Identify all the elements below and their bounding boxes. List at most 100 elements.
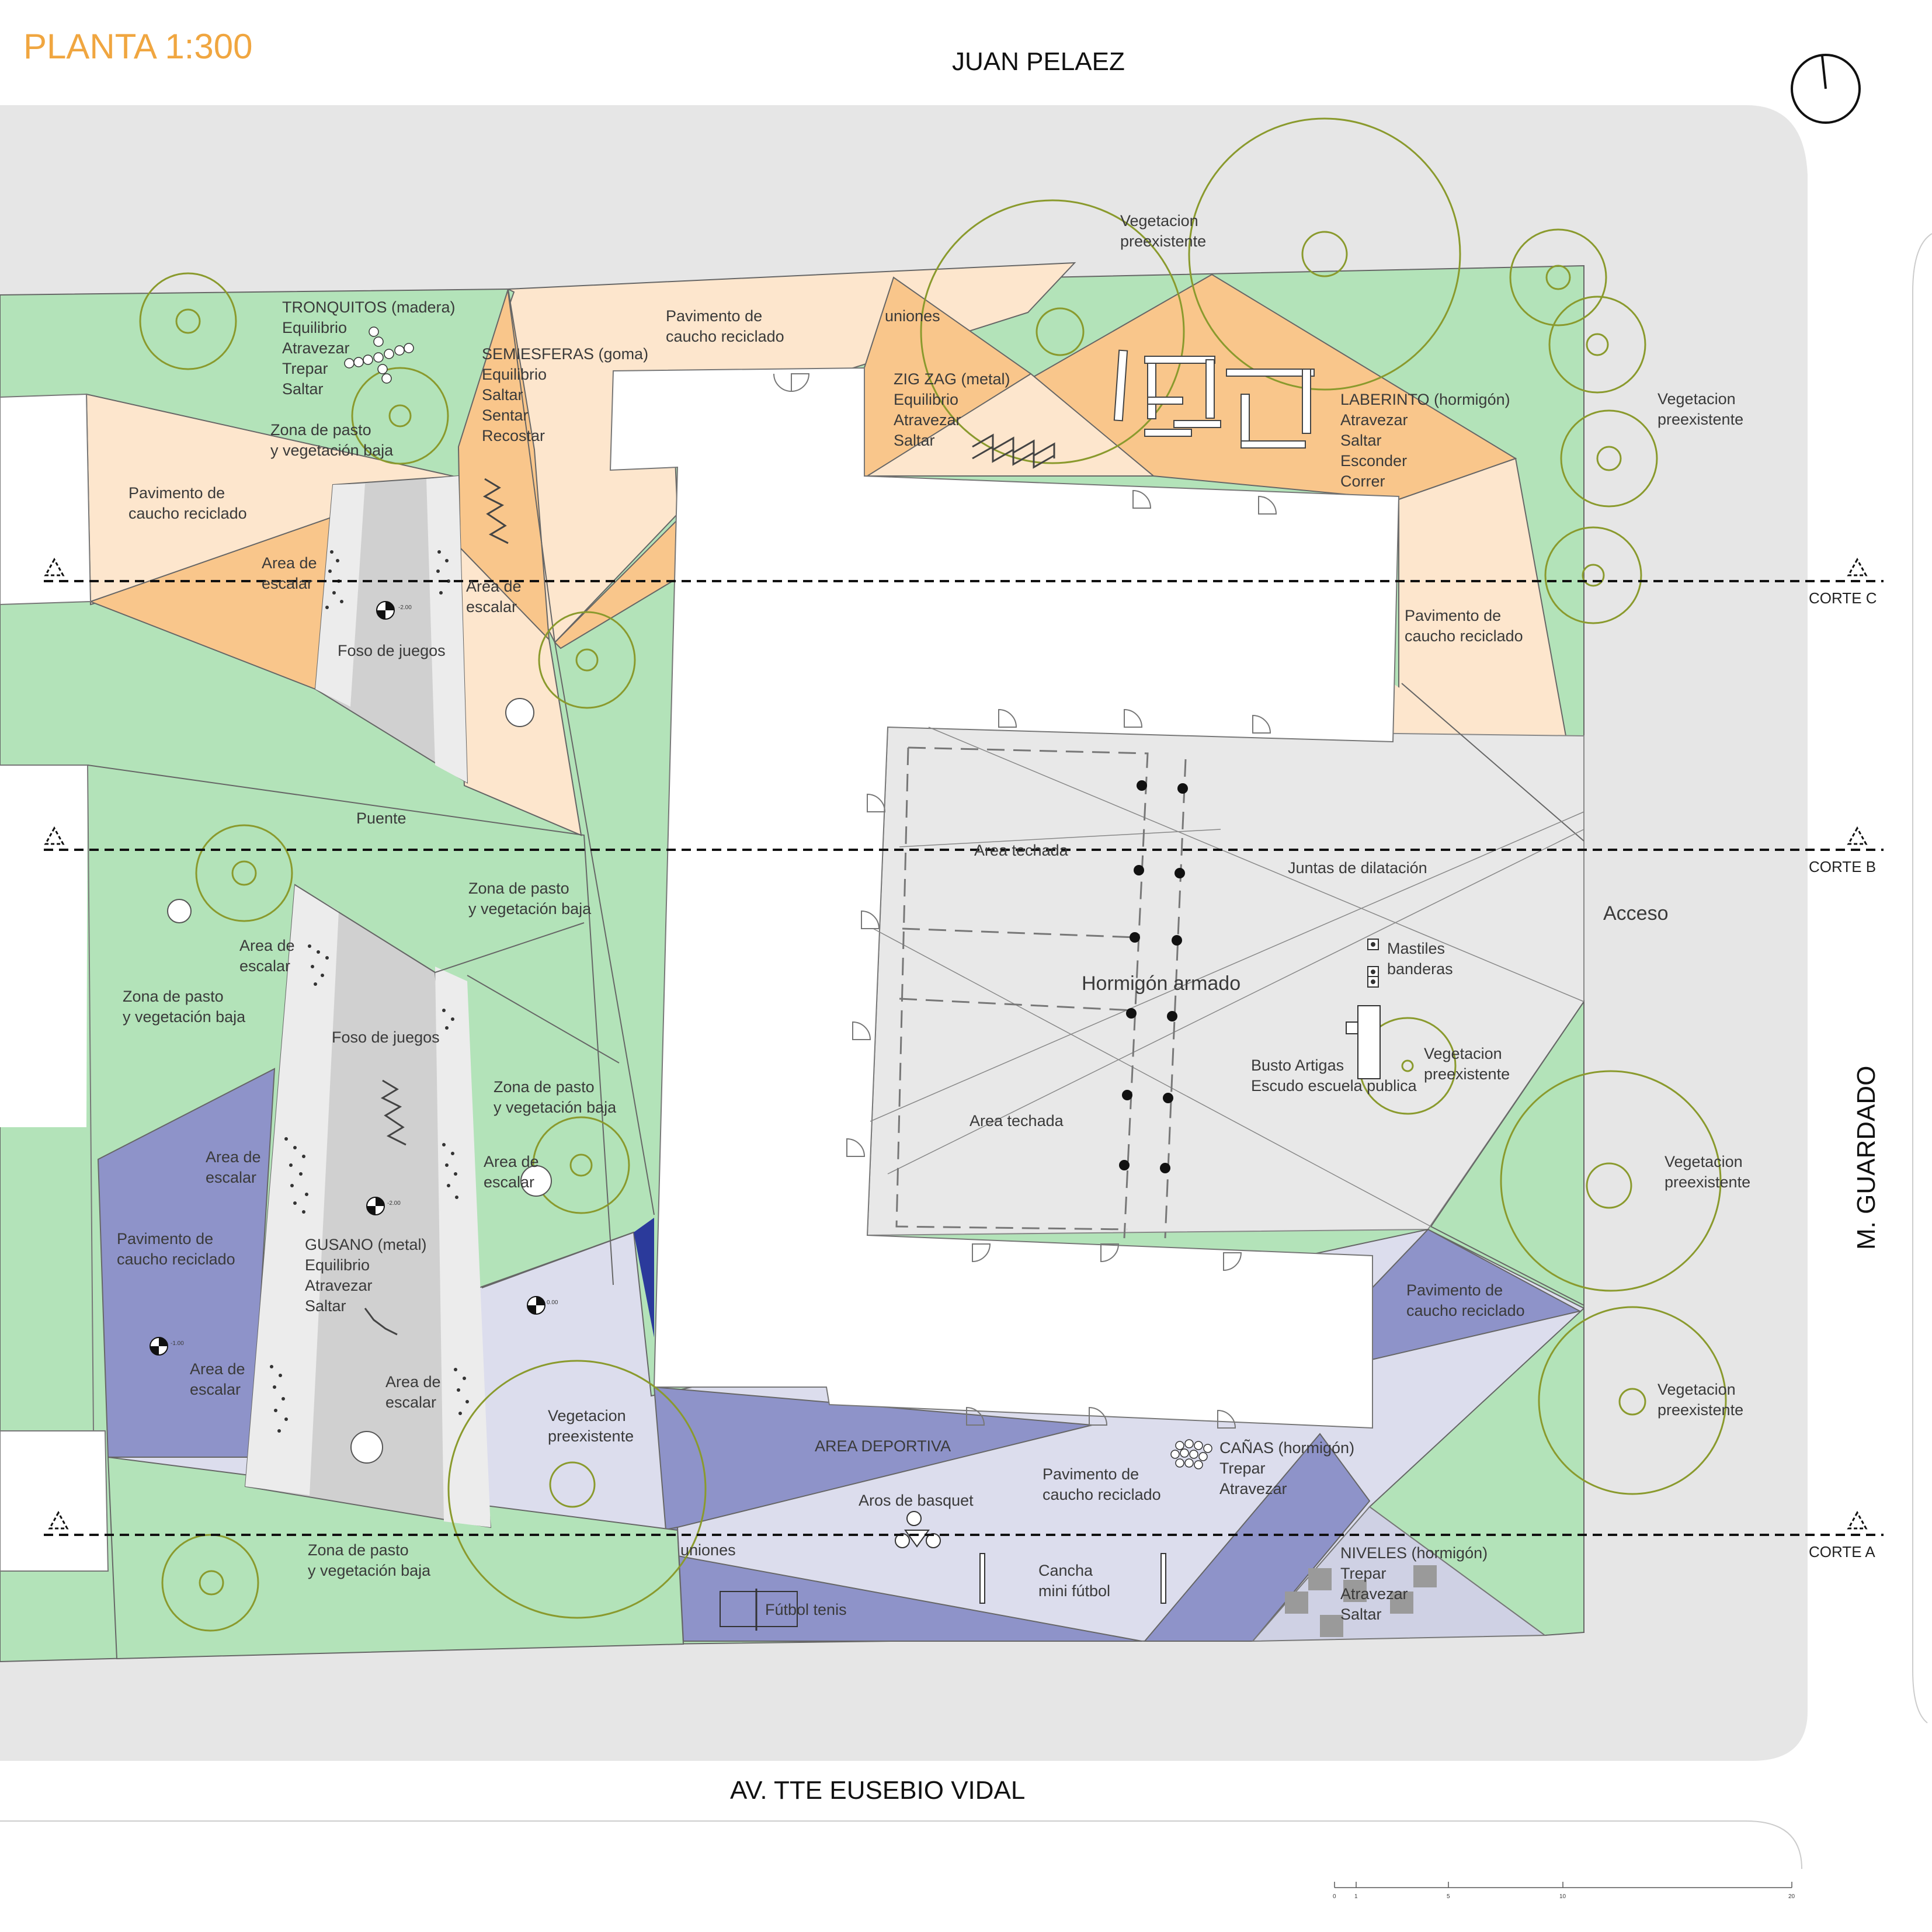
tree-canopy [195, 824, 293, 922]
gusano-label: Equilibrio [305, 1256, 370, 1274]
semiesferas-label: Sentar [482, 406, 529, 424]
scale-label: 20 [1788, 1893, 1795, 1900]
tree-canopy [1560, 409, 1658, 508]
school-building [609, 367, 1400, 1429]
foso-lower-metal-r [435, 967, 491, 1527]
east-road-edge [1912, 233, 1932, 1723]
area-deportiva-label: AREA DEPORTIVA [815, 1437, 951, 1455]
orange-zigzag-lower [865, 373, 1155, 477]
busto-label: Busto Artigas [1251, 1057, 1344, 1074]
tree-trunk [1036, 307, 1085, 356]
bust-pedestal [1357, 1005, 1381, 1079]
section-cut-symbols [44, 557, 1868, 1530]
zona-pasto-label: y vegetación baja [308, 1562, 431, 1579]
futbol-tenis-label: Fútbol tenis [765, 1601, 847, 1618]
tronquitos-label: TRONQUITOS (madera) [282, 298, 456, 316]
bust-base [1346, 1021, 1358, 1034]
vegetacion-label: Vegetacion [1665, 1153, 1743, 1170]
semiesferas-label: SEMIESFERAS (goma) [482, 345, 648, 363]
left-building-mid [0, 765, 88, 1127]
tree-canopy [1188, 117, 1461, 391]
street-south: AV. TTE EUSEBIO VIDAL [730, 1776, 1025, 1805]
tree-canopy [139, 272, 237, 370]
trees [139, 117, 1727, 1632]
hormigon-label: Hormigón armado [1082, 972, 1240, 995]
foso-upper-metal-r [426, 476, 467, 783]
pavimento-label: caucho reciclado [666, 328, 784, 345]
tree-canopy [538, 611, 636, 709]
columns [1119, 780, 1188, 1173]
tree-trunk [1545, 265, 1571, 290]
tronquitos-label: Atravezar [282, 339, 350, 357]
tree-canopy [447, 1360, 707, 1619]
grass-right-lower [1430, 999, 1584, 1306]
tree-canopy [351, 367, 449, 465]
area-escalar-label: escalar [262, 575, 312, 592]
pavimento-label: caucho reciclado [1405, 627, 1523, 645]
vegetacion-label: preexistente [1658, 411, 1743, 428]
scale-label: 5 [1447, 1893, 1450, 1900]
tree-canopy [1509, 228, 1607, 326]
laberinto-label: Atravezar [1340, 411, 1408, 429]
goal-left [979, 1553, 985, 1604]
foso-lower-metal-l [245, 885, 339, 1495]
pavimento-label: caucho reciclado [1043, 1486, 1161, 1503]
pavimento-label: Pavimento de [1043, 1465, 1139, 1483]
foso-label: Foso de juegos [332, 1028, 440, 1046]
tree-trunk [1582, 564, 1605, 587]
dilatation-joints [870, 727, 1584, 1227]
uniones-label: uniones [680, 1541, 736, 1559]
tree-trunk [569, 1153, 593, 1177]
left-building-bottom [0, 1430, 109, 1572]
zigzag-label: Atravezar [894, 411, 961, 429]
niveles-label: NIVELES (hormigón) [1340, 1544, 1488, 1562]
pavimento-label: caucho reciclado [117, 1250, 235, 1268]
tree-trunk [1618, 1388, 1646, 1416]
area-escalar-label: escalar [466, 598, 517, 616]
area-escalar-label: Area de [190, 1360, 245, 1378]
vegetacion-label: Vegetacion [1658, 1381, 1736, 1398]
area-escalar-label: escalar [385, 1394, 436, 1411]
zona-pasto-label: y vegetación baja [468, 900, 592, 918]
niveles-blocks [1285, 1565, 1437, 1637]
tree-trunk [1301, 231, 1348, 277]
zigzag-symbols [380, 433, 1055, 1146]
doors [773, 373, 1277, 1429]
tronquitos-label: Saltar [282, 380, 324, 398]
zigzag-label: Equilibrio [894, 391, 958, 408]
vegetacion-label: preexistente [1424, 1065, 1510, 1083]
scale-label: 1 [1354, 1893, 1358, 1900]
level-label: -2.00 [398, 604, 412, 611]
flag-masts [1367, 939, 1379, 988]
gusano-label: Atravezar [305, 1277, 373, 1294]
scale-label: 0 [1333, 1893, 1336, 1900]
pavimento-label: Pavimento de [1405, 607, 1501, 624]
level-markers [150, 601, 545, 1356]
pavimento-label: Pavimento de [1406, 1281, 1503, 1299]
area-escalar-label: escalar [239, 957, 290, 975]
canas-posts [1170, 1439, 1212, 1469]
section-label-b: CORTE B [1809, 858, 1876, 875]
mastiles-label: Mastiles [1387, 940, 1445, 957]
tree-trunk [388, 404, 412, 428]
zigzag-label: ZIG ZAG (metal) [894, 370, 1010, 388]
gusano-symbol [364, 1308, 398, 1336]
semiesferas-label: Saltar [482, 386, 523, 404]
foso-label: Foso de juegos [338, 642, 446, 659]
gusano-label: Saltar [305, 1297, 346, 1315]
street-north: JUAN PELAEZ [952, 47, 1125, 76]
climbing-holds [270, 550, 469, 1433]
cancha-label: mini fútbol [1038, 1582, 1110, 1600]
plan-title: PLANTA 1:300 [23, 27, 252, 66]
futbol-tenis-court [720, 1591, 798, 1627]
tree-trunk [1596, 446, 1622, 471]
area-escalar-label: escalar [190, 1381, 241, 1398]
tronquitos-label: Trepar [282, 360, 328, 377]
area-escalar-label: Area de [262, 554, 317, 572]
zona-pasto-label: Zona de pasto [468, 880, 569, 897]
zona-pasto-label: y vegetación baja [270, 442, 394, 459]
vegetacion-label: preexistente [1658, 1401, 1743, 1419]
tree-trunk [1586, 1162, 1632, 1209]
zigzag-label: Saltar [894, 432, 935, 449]
